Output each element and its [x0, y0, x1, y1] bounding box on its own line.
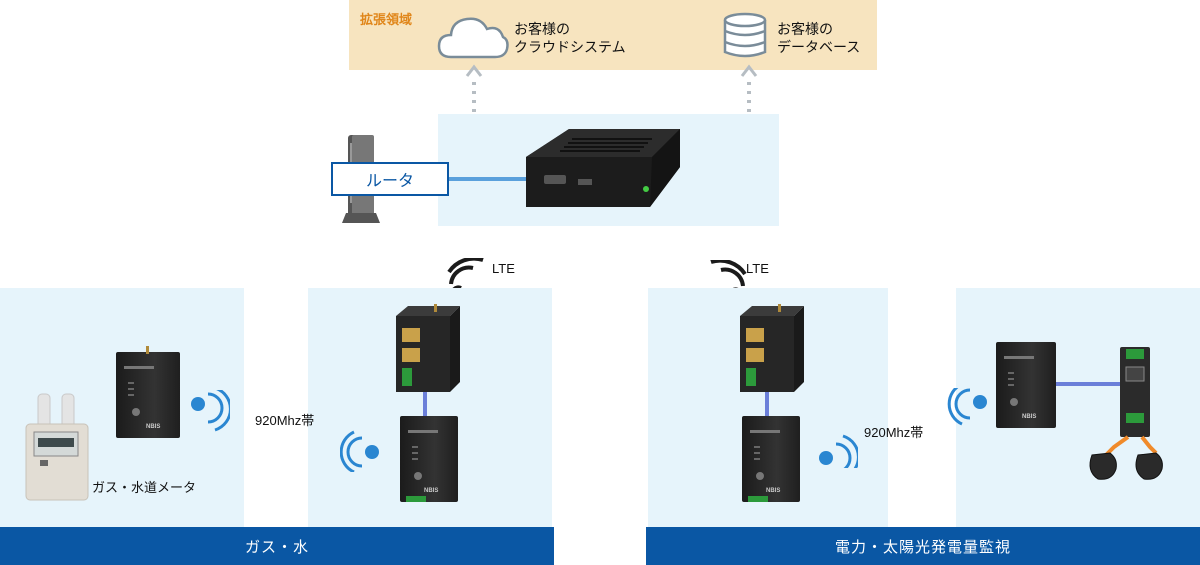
extension-area: [349, 0, 877, 70]
wireless-wave-icon-4: [947, 388, 987, 426]
antenna: [146, 346, 149, 354]
device-label-plate: [408, 430, 438, 433]
meter-label: ガス・水道メータ: [92, 480, 197, 495]
lte-router-left: [396, 304, 460, 392]
extension-title: 拡張領域: [360, 12, 413, 27]
cloud-label-2: クラウドシステム: [514, 39, 626, 55]
cable-left: [423, 392, 427, 416]
device-led: [1008, 378, 1014, 380]
device-button: [756, 472, 764, 480]
device-led: [412, 458, 418, 460]
device-brand: NBIS: [766, 488, 781, 494]
wireless-wave-icon-3: [819, 434, 858, 468]
device-led: [754, 452, 760, 454]
wireless-wave-icon-1: [191, 390, 230, 432]
device-brand: NBIS: [1022, 414, 1037, 420]
device-led: [128, 394, 134, 396]
terminal-connector: [748, 496, 768, 502]
device-led: [412, 452, 418, 454]
wireless-terminal-gateway-left: NBIS: [400, 416, 458, 502]
db-label-1: お客様の: [777, 21, 833, 37]
freq-label-left: 920Mhz帯: [255, 413, 315, 428]
device-label-plate: [124, 366, 154, 369]
device-label-plate: [1004, 356, 1034, 359]
sensor-link: [1056, 382, 1120, 386]
gas-water-meter-icon: [25, 393, 89, 501]
wireless-terminal-right: NBIS: [996, 342, 1056, 428]
device-led: [1008, 372, 1014, 374]
device-led: [1008, 384, 1014, 386]
power-sensor-icon: [1089, 347, 1163, 480]
cable-right: [765, 392, 769, 416]
lte-router-right: [740, 304, 804, 392]
device-led: [754, 446, 760, 448]
router-label-box: ルータ: [331, 162, 449, 196]
wireless-terminal-gateway-right: NBIS: [742, 416, 800, 502]
db-label-2: データベース: [777, 39, 861, 55]
device-label-plate: [750, 430, 780, 433]
device-led: [128, 388, 134, 390]
cloud-label-1: お客様の: [514, 21, 570, 37]
freq-label-right: 920Mhz帯: [864, 425, 924, 440]
section-band-gas-water: ガス・水: [0, 527, 554, 565]
device-button: [132, 408, 140, 416]
router-gateway-link: [449, 177, 534, 181]
lte-label-left: LTE: [492, 261, 515, 276]
device-button: [1010, 398, 1018, 406]
database-icon: [723, 12, 767, 58]
device-brand: NBIS: [146, 424, 161, 430]
device-led: [754, 458, 760, 460]
device-button: [414, 472, 422, 480]
cloud-icon: [437, 17, 509, 59]
terminal-connector: [406, 496, 426, 502]
wireless-wave-icon-2: [340, 430, 379, 472]
section-band-power-solar: 電力・太陽光発電量監視: [646, 527, 1200, 565]
device-brand: NBIS: [424, 488, 439, 494]
lte-label-right: LTE: [746, 261, 769, 276]
device-led: [128, 382, 134, 384]
gateway-box-icon: [526, 129, 680, 207]
wireless-terminal-left: NBIS: [116, 352, 180, 438]
device-led: [412, 446, 418, 448]
